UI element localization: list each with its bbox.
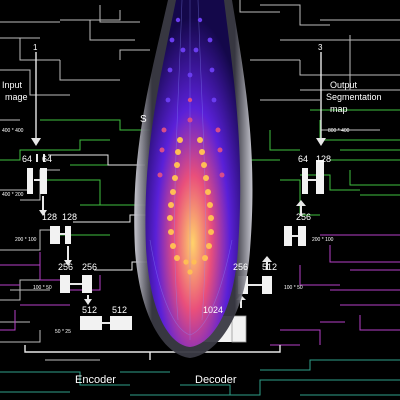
dim-level2: 200 * 100 [15,237,37,243]
enc-label-256b: 256 [82,262,97,272]
enc-label-64a: 64 [22,154,32,164]
partial-s-label: S [140,114,147,125]
encoder-label: Encoder [75,374,116,386]
enc-label-256a: 256 [58,262,73,272]
dim-right-level2: 200 * 100 [312,237,334,243]
dec-label-512: 512 [262,262,277,272]
dim-output: 800 * 400 [328,128,350,134]
input-arrow-head [31,138,41,146]
dim-level4: 50 * 25 [55,329,71,335]
dec-label-256-lower: 256 [233,262,248,272]
unet-architecture [24,52,281,360]
dec-block-512 [262,276,272,294]
step-output-number: 3 [318,43,323,52]
enc-block-128a [50,226,60,244]
enc-label-128a: 128 [42,212,57,222]
enc-block-512a [80,316,102,330]
enc-label-128b: 128 [62,212,77,222]
enc-block-256a [60,275,70,293]
dim-level3: 100 * 50 [33,285,52,291]
enc-block-512b [110,316,132,330]
step-input-number: 1 [33,43,38,52]
diagram-labels: 1 3 Input mage Output Segmentation map S… [2,43,382,386]
dec-label-1024: 1024 [203,305,223,315]
encoder-decoder-bracket [24,345,281,360]
dec-block-256a [284,226,292,246]
input-image-label-1: Input [2,80,23,90]
dec-block-128 [316,160,324,194]
dim-right-level3: 100 * 50 [284,285,303,291]
output-label-3: map [330,104,348,114]
enc-block-128b [65,226,71,244]
decoder-label: Decoder [195,374,237,386]
output-label-1: Output [330,80,358,90]
enc-block-64b [40,168,47,194]
dec-label-128: 128 [316,154,331,164]
output-label-2: Segmentation [326,92,382,102]
root-tip-image [134,0,253,358]
dim-level1: 400 * 200 [2,192,24,198]
input-image-label-2: mage [5,92,28,102]
dim-input: 400 * 400 [2,128,24,134]
dec-label-256: 256 [296,212,311,222]
dec-block-64 [302,168,308,194]
enc-label-64b: 64 [42,154,52,164]
dec-label-64: 64 [298,154,308,164]
enc-block-256b [82,275,92,293]
enc-block-64a [27,168,33,194]
enc-label-512a: 512 [82,305,97,315]
enc-label-512b: 512 [112,305,127,315]
